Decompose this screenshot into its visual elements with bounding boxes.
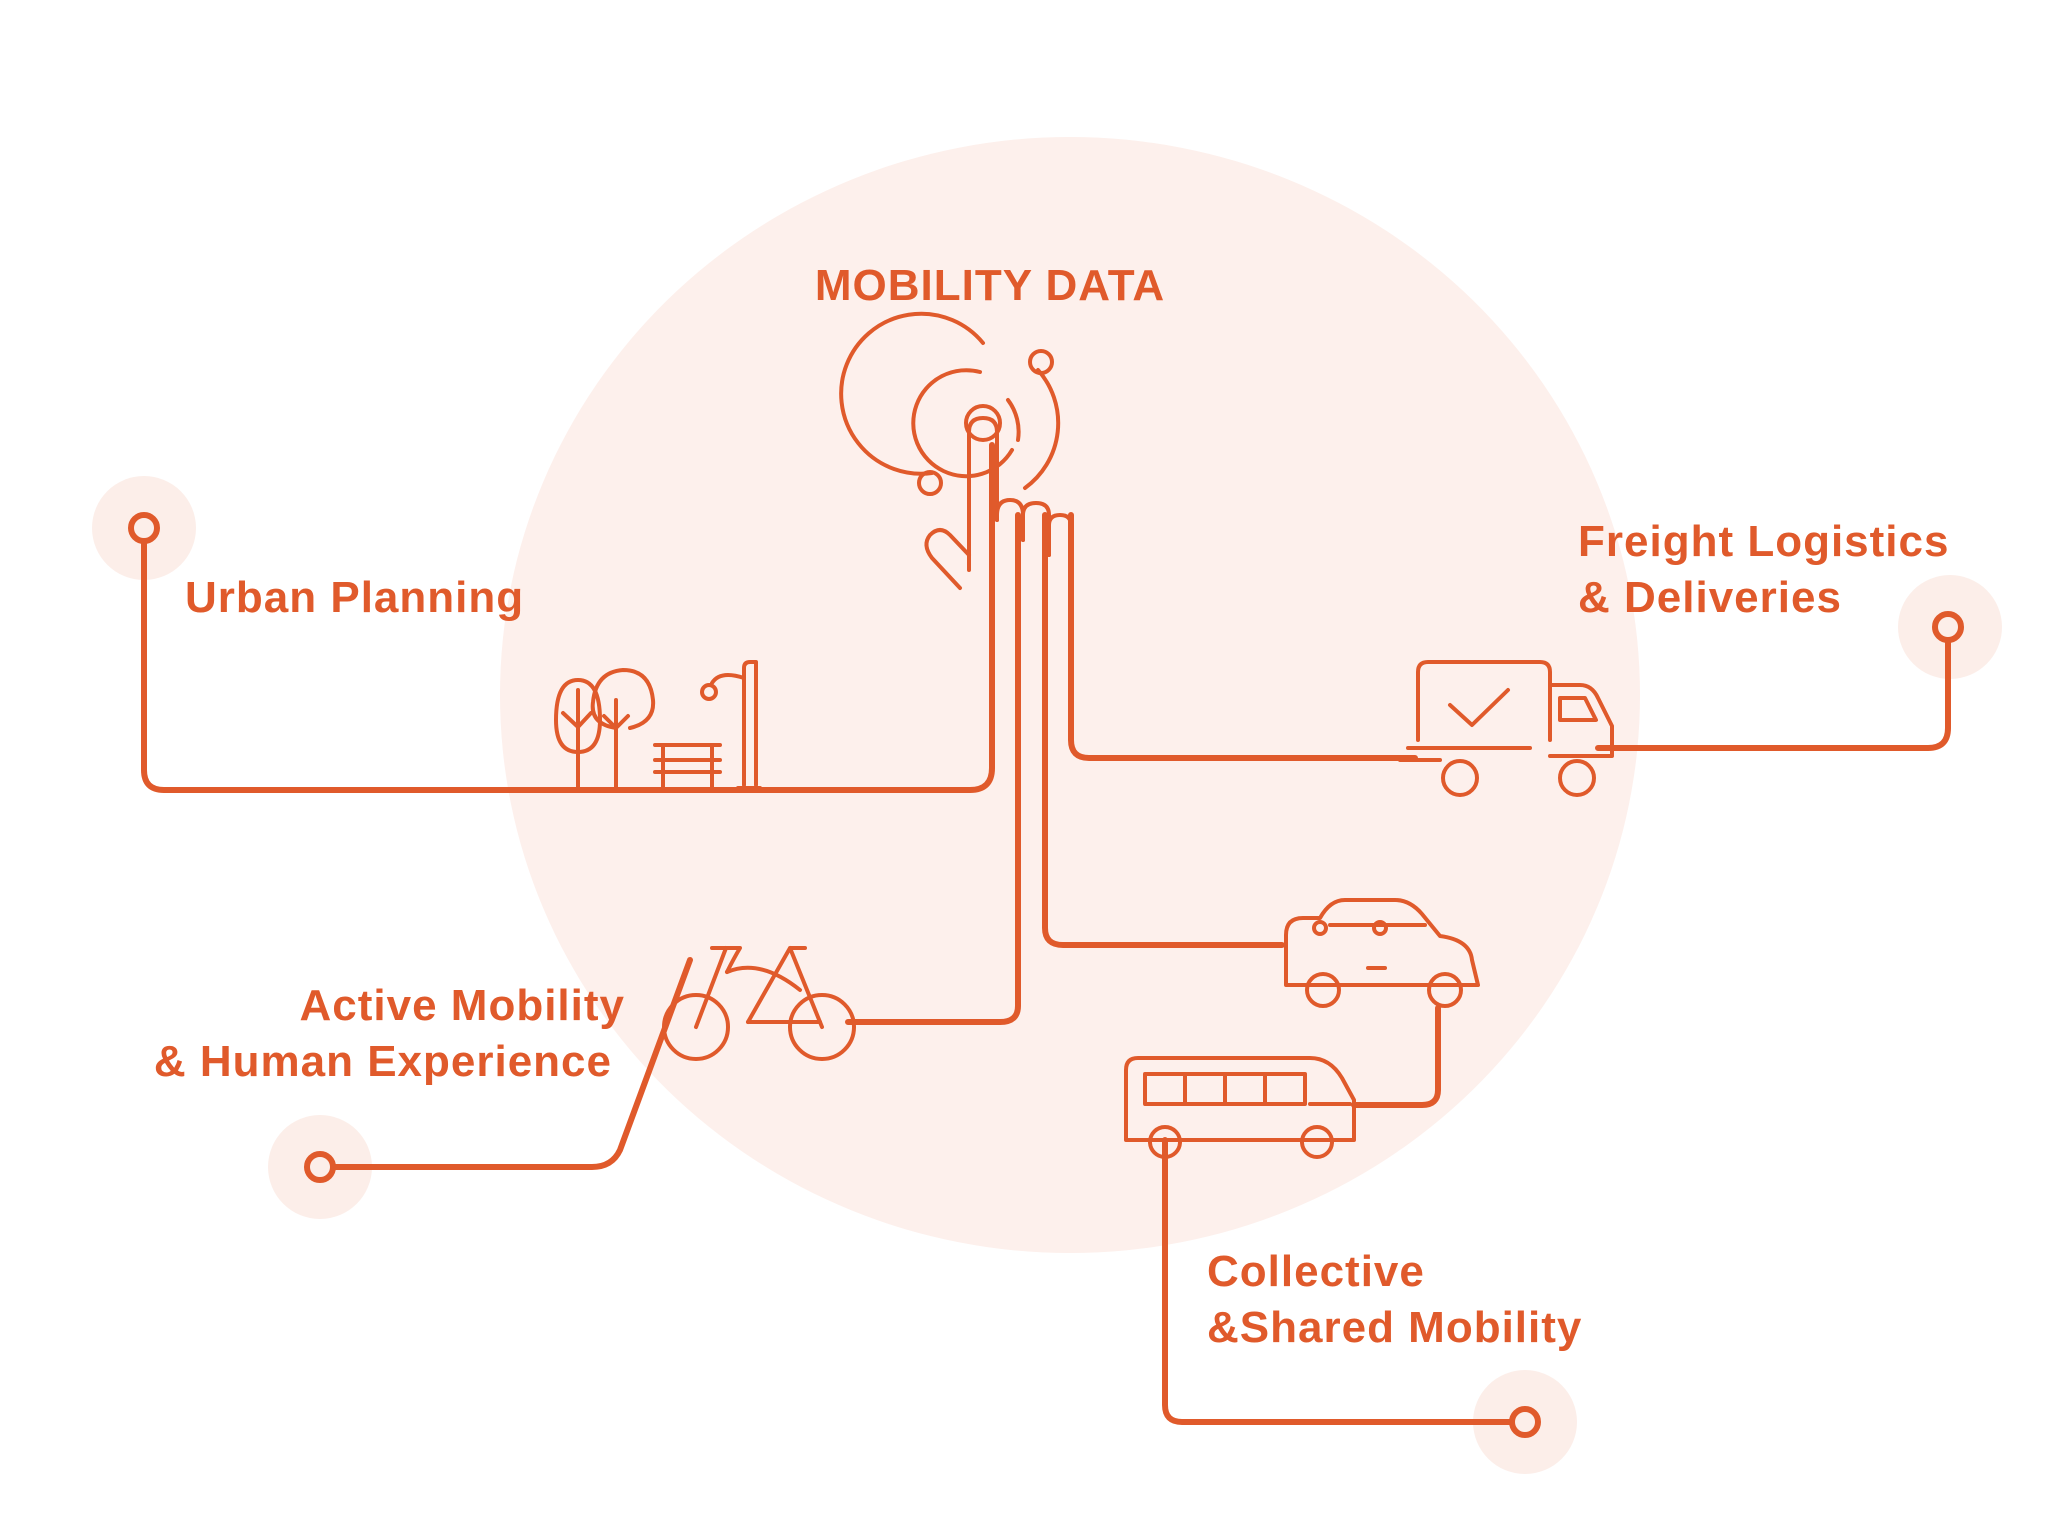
- halo-urban: [92, 476, 196, 580]
- collective-connector: [1162, 1137, 1514, 1425]
- freight-connector: [1068, 512, 1418, 761]
- active-mobility-connector: [845, 512, 1021, 1025]
- center-title: MOBILITY DATA: [815, 261, 1165, 310]
- touch-data-icon: [839, 311, 1073, 590]
- delivery-truck-icon: [1398, 660, 1614, 797]
- urban-planning-label: Urban Planning: [185, 573, 524, 622]
- park-bench-icon: [554, 660, 762, 792]
- freight-tail-connector: [1595, 638, 1951, 751]
- urban-endpoint: [128, 512, 160, 544]
- active-label-line1: Active Mobility: [300, 981, 626, 1030]
- freight-label-line1: Freight Logistics: [1578, 517, 1949, 566]
- collective-label-line2: &Shared Mobility: [1207, 1303, 1582, 1352]
- freight-endpoint: [1932, 611, 1964, 643]
- halo-active: [268, 1115, 372, 1219]
- collective-label-line1: Collective: [1207, 1247, 1425, 1296]
- urban-planning-connector: [141, 442, 995, 793]
- active-label-line2: & Human Experience: [154, 1037, 612, 1086]
- halo-collective: [1473, 1370, 1577, 1474]
- active-endpoint: [304, 1151, 336, 1183]
- car-icon: [1284, 898, 1480, 1008]
- freight-label-line2: & Deliveries: [1578, 573, 1842, 622]
- bicycle-icon: [662, 946, 856, 1061]
- car-connector: [1042, 512, 1285, 948]
- collective-endpoint: [1509, 1406, 1541, 1438]
- car-bus-connector: [1351, 1005, 1441, 1108]
- halo-freight: [1898, 575, 2002, 679]
- active-tail-connector: [331, 957, 693, 1170]
- bus-icon: [1124, 1056, 1356, 1159]
